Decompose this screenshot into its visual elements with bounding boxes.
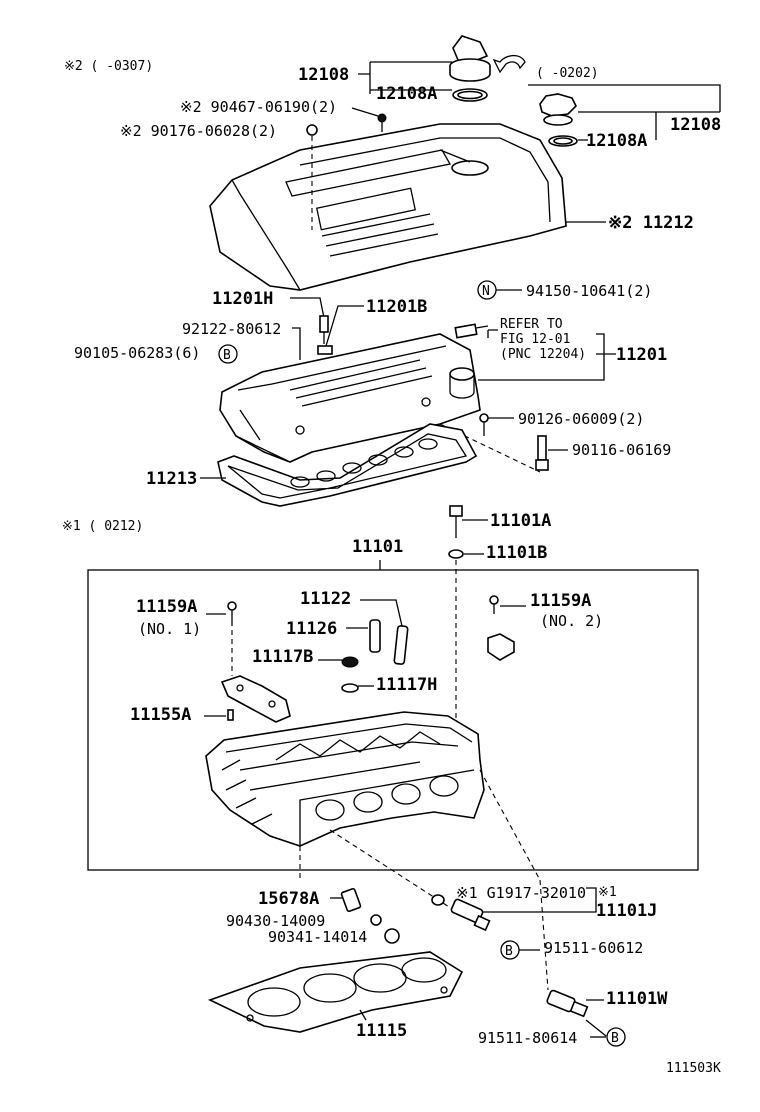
- circle-b-marker-2: B: [500, 940, 520, 960]
- bolt-11201h: [319, 315, 329, 344]
- bearing-cap-no1: [220, 675, 291, 723]
- ring-11117h: [341, 683, 359, 693]
- refer-line-1: REFER TO: [500, 317, 563, 332]
- bolt-90467: [377, 113, 387, 132]
- circle-b-marker-3: B: [606, 1027, 626, 1047]
- circle-b-marker-1: B: [218, 344, 238, 364]
- label-92122: 92122-80612: [182, 320, 281, 338]
- label-12108a: 12108A: [376, 84, 437, 104]
- label-11201h: 11201H: [212, 289, 273, 309]
- label-11212: ※2 11212: [608, 213, 694, 233]
- bearing-cap-no2: [487, 633, 515, 661]
- label-91511-80614: 91511-80614: [478, 1029, 577, 1047]
- circle-n-marker: N: [477, 280, 497, 300]
- label-star1: ※1: [598, 885, 617, 900]
- label-g1917: ※1 G1917-32010: [456, 884, 586, 902]
- bolt-11101a: [449, 505, 463, 538]
- label-11122: 11122: [300, 589, 351, 609]
- note-range-1: ※1 ( 0212): [62, 519, 143, 534]
- cylinder-head-gasket: [207, 951, 464, 1033]
- label-11101a: 11101A: [490, 511, 551, 531]
- label-90341: 90341-14014: [268, 928, 367, 946]
- label-11159a-no1: 11159A: [136, 597, 197, 617]
- oil-filler-cap-gasket-right: [548, 135, 578, 147]
- label-90430: 90430-14009: [226, 912, 325, 930]
- circle-b-text-3: B: [611, 1031, 619, 1046]
- label-11115: 11115: [356, 1021, 407, 1041]
- label-no1: (NO. 1): [138, 620, 201, 638]
- label-91511-60612: 91511-60612: [544, 939, 643, 957]
- label-90105: 90105-06283(6): [74, 344, 200, 362]
- label-11201b: 11201B: [366, 297, 427, 317]
- engine-cover: [209, 123, 567, 291]
- oring-g1917: [431, 894, 445, 906]
- label-12108a-right: 12108A: [586, 131, 647, 151]
- oil-control-valve-11101w: [546, 989, 589, 1018]
- arrow-new-cap: [492, 54, 526, 74]
- label-12108-right: 12108: [670, 115, 721, 135]
- refer-line-3: (PNC 12204): [500, 347, 586, 362]
- cylinder-head: [205, 711, 485, 847]
- label-11101b: 11101B: [486, 543, 547, 563]
- cylinder-head-sub-assy-frame: [87, 569, 699, 871]
- pcv-valve: [454, 323, 489, 339]
- note-range-0202: ( -0202): [536, 66, 599, 81]
- note-range-2: ※2 ( -0307): [64, 59, 153, 74]
- bolt-11159a-no1: [227, 601, 237, 626]
- circle-b-text-2: B: [505, 944, 513, 959]
- pin-11155a: [227, 709, 234, 721]
- plug-90341: [384, 928, 400, 944]
- head-cover-gasket: [217, 423, 478, 507]
- bolt-90126: [479, 413, 489, 436]
- label-11213: 11213: [146, 469, 197, 489]
- label-90176: ※2 90176-06028(2): [120, 122, 277, 140]
- label-15678a: 15678A: [258, 889, 319, 909]
- cylinder-head-cover: [219, 333, 481, 463]
- figure-code: 111503K: [666, 1061, 721, 1076]
- seal-11117b: [341, 656, 359, 668]
- label-94150: 94150-10641(2): [526, 282, 652, 300]
- label-90126: 90126-06009(2): [518, 410, 644, 428]
- label-11159a-no2: 11159A: [530, 591, 591, 611]
- label-12108: 12108: [298, 65, 349, 85]
- label-90467: ※2 90467-06190(2): [180, 98, 337, 116]
- washer-11101b: [448, 549, 464, 559]
- oil-filler-cap-gasket-left: [452, 88, 488, 102]
- label-11201: 11201: [616, 345, 667, 365]
- circle-b-text-1: B: [223, 348, 231, 363]
- oil-control-valve-11101j: [450, 898, 491, 932]
- label-11101j: 11101J: [596, 901, 657, 921]
- label-90116: 90116-06169: [572, 441, 671, 459]
- valve-guide-11122: [393, 625, 409, 665]
- plug-15678a: [340, 887, 362, 913]
- refer-line-2: FIG 12-01: [500, 332, 570, 347]
- grommet-11201b: [317, 345, 333, 355]
- oil-filler-cap-left: [449, 35, 491, 82]
- label-11126: 11126: [286, 619, 337, 639]
- bolt-11159a-no2: [489, 595, 499, 614]
- oil-filler-cap-right: [539, 93, 577, 126]
- label-no2: (NO. 2): [540, 612, 603, 630]
- label-11155a: 11155A: [130, 705, 191, 725]
- gasket-90430: [370, 914, 382, 926]
- circle-n-text: N: [482, 284, 490, 299]
- label-11101: 11101: [352, 537, 403, 557]
- nut-90176: [306, 124, 318, 136]
- label-11117h: 11117H: [376, 675, 437, 695]
- label-11101w: 11101W: [606, 989, 668, 1009]
- stud-90116: [535, 435, 549, 471]
- label-11117b: 11117B: [252, 647, 313, 667]
- valve-guide-11126: [369, 619, 381, 653]
